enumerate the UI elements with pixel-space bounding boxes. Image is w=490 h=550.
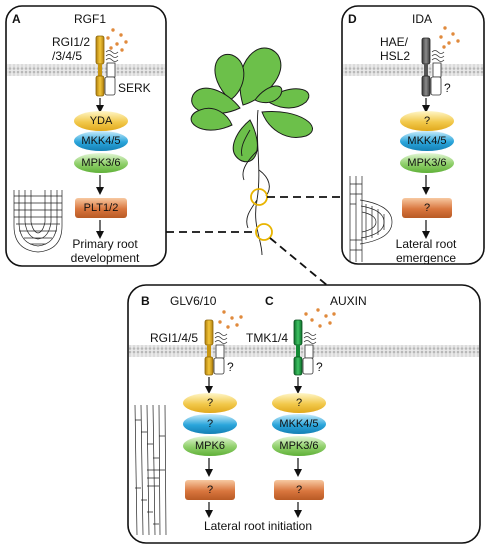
caption: Primary root — [72, 237, 138, 251]
mapkkk-node: ? — [400, 111, 454, 131]
coreceptor — [302, 332, 317, 375]
panel-c-letter: C — [265, 294, 274, 308]
mapkkk-node: ? — [272, 393, 326, 413]
mkk-node: MKK4/5 — [74, 131, 128, 151]
ligand-dots — [218, 310, 243, 329]
svg-text:MKK4/5: MKK4/5 — [279, 418, 318, 430]
coreceptor-label: SERK — [118, 81, 151, 95]
tf-node: ? — [402, 198, 452, 218]
tf-node: ? — [274, 480, 324, 500]
mkk-node: ? — [183, 414, 237, 434]
lateral-root-illustration — [349, 176, 393, 262]
panel-d-letter: D — [348, 12, 357, 26]
mpk-node: MPK3/6 — [74, 153, 128, 173]
receptor — [204, 319, 214, 376]
svg-text:MPK3/6: MPK3/6 — [279, 440, 318, 452]
coreceptor — [104, 50, 119, 96]
svg-text:MKK4/5: MKK4/5 — [81, 135, 120, 147]
membrane — [343, 64, 483, 76]
receptor-label: RGI1/2 — [52, 35, 90, 49]
panel-bc: B C GLV6/10 RGI1/4/5 ? ? ? — [127, 284, 481, 544]
svg-text:MPK3/6: MPK3/6 — [407, 157, 446, 169]
caption: Lateral root — [396, 237, 457, 251]
receptor-label: HAE/ — [380, 35, 409, 49]
plant-illustration — [190, 47, 313, 256]
mpk-node: MPK3/6 — [272, 436, 326, 456]
zoom-circle — [255, 223, 273, 241]
panel-a: A RGF1 RGI1/2 /3/4/5 SERK YDA — [5, 5, 167, 267]
tf-node: ? — [185, 480, 235, 500]
svg-text:?: ? — [207, 397, 213, 409]
mkk-node: MKK4/5 — [272, 414, 326, 434]
panel-bc-frame — [127, 284, 481, 544]
svg-text:MPK3/6: MPK3/6 — [81, 157, 120, 169]
mpk-node: MPK6 — [183, 436, 237, 456]
svg-text:PLT1/2: PLT1/2 — [84, 202, 119, 214]
mpk-node: MPK3/6 — [400, 153, 454, 173]
svg-text:MKK4/5: MKK4/5 — [407, 135, 446, 147]
coreceptor-label: ? — [316, 360, 323, 374]
ligand-dots — [304, 308, 336, 328]
mkk-node: MKK4/5 — [400, 131, 454, 151]
svg-text:MPK6: MPK6 — [195, 440, 225, 452]
svg-text:?: ? — [296, 484, 302, 496]
ligand-label: IDA — [412, 12, 432, 26]
root-tip-illustration — [13, 190, 63, 253]
yda-node: YDA — [74, 111, 128, 131]
tf-node: PLT1/2 — [75, 198, 127, 218]
zoom-circle — [250, 188, 268, 206]
svg-text:YDA: YDA — [90, 115, 113, 127]
caption: development — [71, 251, 140, 265]
svg-text:?: ? — [424, 202, 430, 214]
receptor — [421, 37, 431, 97]
receptor — [293, 319, 303, 376]
ligand-dots — [439, 26, 460, 49]
receptor — [95, 35, 105, 97]
membrane — [129, 345, 479, 357]
receptor-label: HSL2 — [380, 49, 410, 63]
receptor-label: TMK1/4 — [246, 331, 288, 345]
svg-text:?: ? — [207, 484, 213, 496]
receptor-label: RGI1/4/5 — [150, 331, 198, 345]
ligand-label: RGF1 — [74, 12, 106, 26]
coreceptor-label: ? — [444, 81, 451, 95]
caption: Lateral root initiation — [204, 519, 312, 533]
panel-d: D IDA HAE/ HSL2 ? ? MKK4/5 — [341, 5, 485, 265]
svg-text:?: ? — [424, 115, 430, 127]
panel-b-letter: B — [141, 294, 150, 308]
ligand-label: GLV6/10 — [170, 294, 217, 308]
coreceptor — [430, 50, 445, 96]
receptor-label: /3/4/5 — [52, 49, 82, 63]
ligand-label: AUXIN — [330, 294, 367, 308]
coreceptor — [213, 332, 228, 375]
lateral-root-primordium-illustration — [134, 404, 167, 536]
caption: emergence — [396, 251, 456, 265]
connector-lines — [166, 196, 342, 287]
svg-text:?: ? — [296, 397, 302, 409]
coreceptor-label: ? — [227, 360, 234, 374]
panel-a-letter: A — [12, 12, 21, 26]
membrane — [7, 64, 165, 76]
ligand-dots — [106, 28, 128, 52]
mapkkk-node: ? — [183, 393, 237, 413]
svg-text:?: ? — [207, 418, 213, 430]
